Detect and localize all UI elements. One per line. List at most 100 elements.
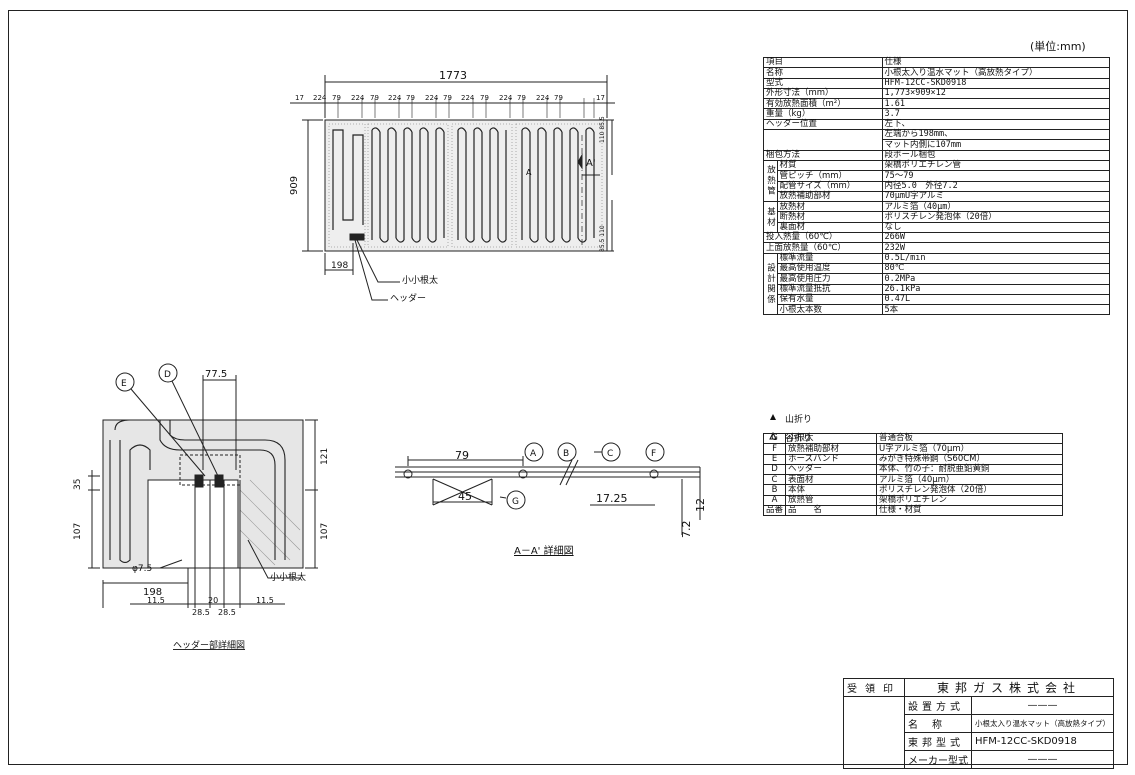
svg-text:79: 79 (480, 94, 489, 102)
spec-value: 80℃ (881, 262, 1110, 275)
svg-text:φ7.5: φ7.5 (132, 564, 152, 574)
spec-label: 放熱材 (776, 201, 883, 213)
section-detail-labels: 79 45 17.25 12 7.2 A B C F G A－A' 詳細図 (455, 449, 707, 557)
part-code: C (762, 474, 787, 486)
spec-label: 管ピッチ（mm） (776, 170, 883, 182)
spec-value: HFM-12CC-SKD0918 (881, 77, 1110, 89)
callout-f: F (651, 449, 656, 459)
stamp-area (843, 696, 905, 769)
spec-value: 1.61 (881, 98, 1110, 110)
callout-c: C (607, 449, 613, 459)
svg-text:79: 79 (443, 94, 452, 102)
spec-value: 架橋ポリエチレン管 (881, 159, 1110, 172)
spec-label: 最高使用温度 (776, 262, 883, 275)
part-spec: ポリスチレン発泡体（20倍） (876, 484, 1063, 496)
spec-row: 有効放熱面積（m²）1.61 (763, 98, 1110, 110)
callout-e: E (121, 379, 127, 389)
spec-label: 項目 (763, 56, 883, 69)
dim-header-offset: 198 (331, 261, 348, 271)
callout-g: G (512, 497, 519, 507)
spec-label: 小根太本数 (776, 304, 883, 316)
header-detail-caption: ヘッダー部詳細図 (173, 639, 245, 651)
svg-text:小小根太: 小小根太 (270, 571, 306, 583)
spec-row: 項目仕様 (763, 56, 1110, 69)
product-name: 小根太入り温水マット（高放熱タイプ） (971, 714, 1114, 733)
spec-value: 75～79 (881, 170, 1110, 182)
spec-label: 有効放熱面積（m²） (763, 98, 883, 110)
spec-label (763, 139, 883, 151)
mountain-fold-icon (770, 414, 776, 420)
drawing-frame (8, 10, 1128, 765)
spec-group-label: 設計関係 (763, 252, 778, 316)
svg-text:79: 79 (406, 94, 415, 102)
svg-text:224: 224 (351, 94, 365, 102)
spec-row: 配管サイズ（mm）内径5.0 外径7.2 (764, 180, 1110, 192)
svg-text:85.5 110: 85.5 110 (599, 225, 606, 252)
part-code: F (762, 443, 787, 455)
spec-label: 梱包方法 (763, 149, 883, 161)
header-detail-labels: E D 77.5 121 107 35 107 φ7.5 198 11.5 20… (73, 369, 330, 651)
svg-text:107: 107 (320, 523, 330, 540)
spec-value: 左端から198mm、 (881, 129, 1110, 141)
spec-value: 小根太入り温水マット（高放熱タイプ） (881, 67, 1110, 79)
spec-value: なし (881, 221, 1110, 234)
svg-text:79: 79 (517, 94, 526, 102)
spec-label: 標準流量抵抗 (776, 283, 883, 295)
svg-text:224: 224 (461, 94, 475, 102)
part-code: D (762, 463, 787, 476)
svg-text:35: 35 (73, 479, 83, 490)
spec-value: マット内側に107mm (881, 139, 1110, 151)
svg-text:A: A (526, 168, 532, 177)
svg-text:11.5: 11.5 (256, 596, 274, 605)
spec-value: 内径5.0 外径7.2 (881, 180, 1110, 192)
spec-value: 266W (881, 232, 1110, 244)
header-detail-view (88, 363, 318, 608)
spec-group-label: 基材 (763, 201, 778, 234)
spec-value: 1,773×909×12 (881, 87, 1110, 100)
spec-label: 放熱補助部材 (776, 190, 883, 203)
spec-group-label: 放熱管 (763, 159, 778, 203)
dim-height: 909 (289, 176, 300, 195)
unit-note: (単位:mm) (1030, 40, 1086, 53)
svg-text:110 85.5: 110 85.5 (599, 116, 606, 143)
part-spec: みがき特殊帯鋼（S60CM） (876, 453, 1063, 465)
spec-row: 重量（kg）3.7 (763, 108, 1110, 120)
part-spec: U字アルミ箔（70μm） (876, 443, 1063, 455)
part-spec: 本体、竹の子：耐脱亜鉛黄銅 (876, 463, 1063, 476)
spec-row: 裏面材なし (764, 221, 1110, 234)
svg-text:79: 79 (455, 449, 469, 462)
spec-row: 左端から198mm、 (763, 129, 1110, 141)
model-number: HFM-12CC-SKD0918 (971, 732, 1114, 751)
dim-edge-left: 17 (295, 94, 304, 102)
svg-text:224: 224 (425, 94, 439, 102)
spec-value: アルミ箔（40μm） (881, 201, 1110, 213)
svg-text:224: 224 (499, 94, 513, 102)
title-block: 受領印 東邦ガス株式会社 設置方式 ——— 名称 小根太入り温水マット（高放熱タ… (843, 678, 1114, 769)
part-name: 表面材 (785, 474, 878, 486)
svg-text:198: 198 (143, 587, 162, 598)
spec-row: 管ピッチ（mm）75～79 (764, 170, 1110, 182)
spec-row: 基材放熱材アルミ箔（40μm） (763, 201, 1110, 234)
spec-label: 重量（kg） (763, 108, 883, 120)
spec-value: 段ボール梱包 (881, 149, 1110, 161)
svg-text:107: 107 (73, 523, 83, 540)
spec-value: 232W (881, 242, 1110, 254)
svg-text:121: 121 (320, 448, 330, 465)
spec-value: 0.2MPa (881, 273, 1110, 285)
dim-overall-width: 1773 (439, 69, 467, 82)
svg-text:79: 79 (332, 94, 341, 102)
section-detail-view (395, 442, 701, 535)
spec-label: 型式 (763, 77, 883, 89)
spec-value: 0.47L (881, 293, 1110, 306)
